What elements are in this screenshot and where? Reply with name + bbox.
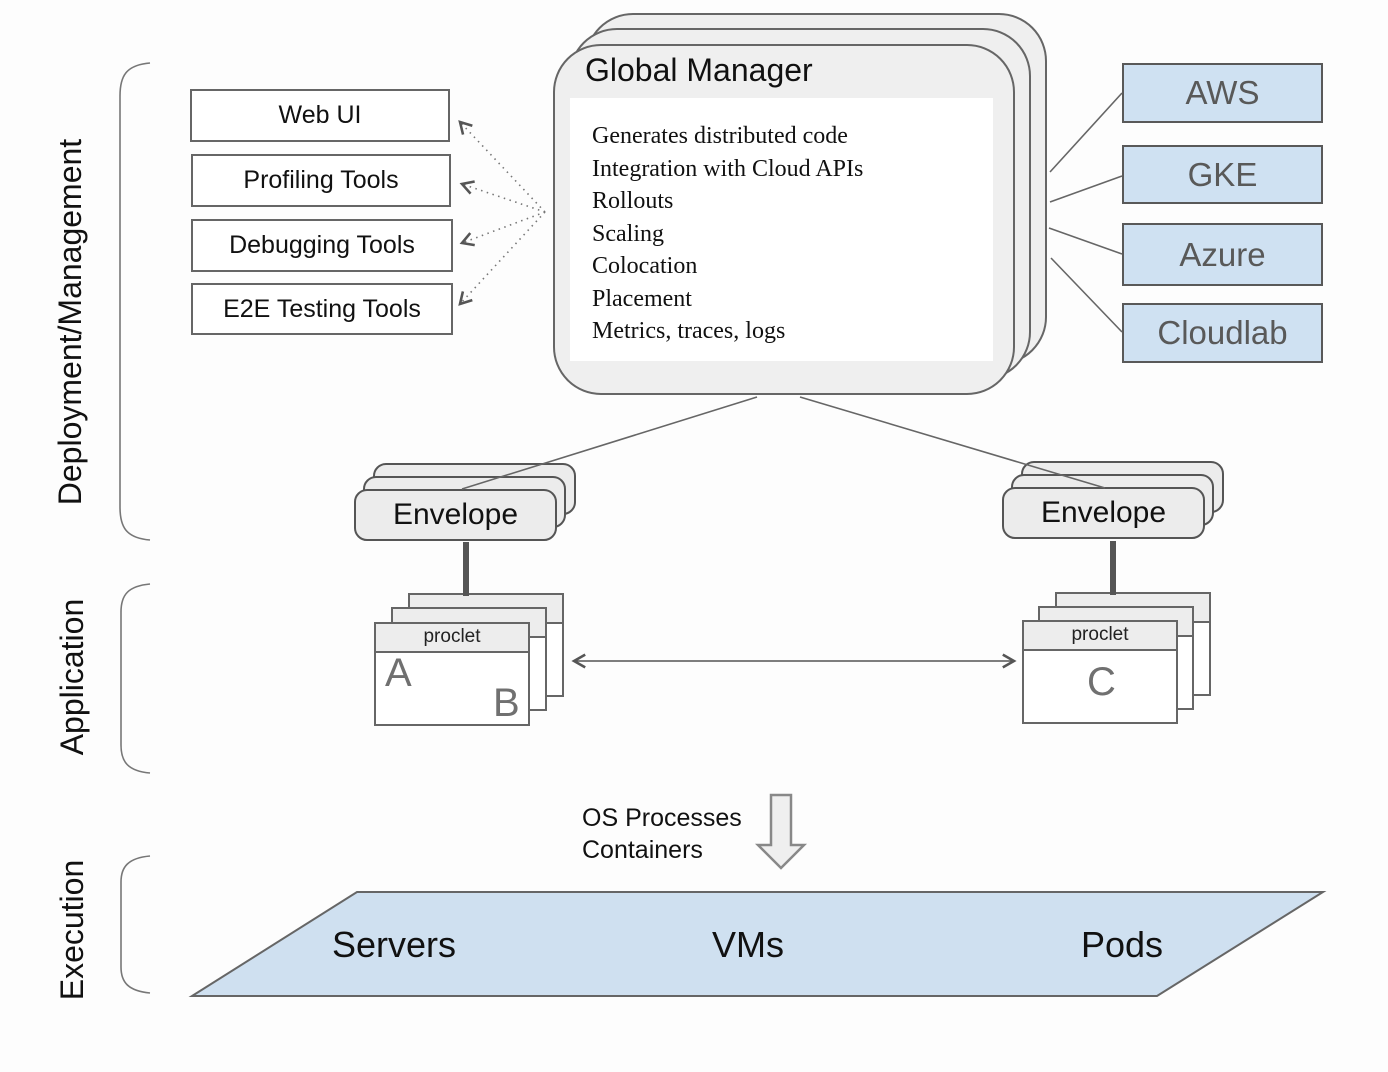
proclet-letter-b: B bbox=[493, 681, 520, 725]
bracket-deployment-management bbox=[119, 62, 151, 541]
down-block-arrow bbox=[754, 793, 808, 870]
feature-item: Metrics, traces, logs bbox=[592, 318, 786, 344]
dotted-arrow-profiling bbox=[459, 180, 546, 213]
layer-label-execution: Execution bbox=[54, 859, 90, 1001]
global-manager-title: Global Manager bbox=[585, 52, 813, 88]
bracket-application bbox=[120, 583, 151, 774]
feature-item: Rollouts bbox=[592, 188, 674, 214]
tool-box-web-ui: Web UI bbox=[190, 89, 450, 142]
line-to-aws bbox=[1049, 92, 1123, 173]
dotted-arrow-web-ui bbox=[458, 120, 546, 213]
global-manager-feature-list: Generates distributed code Integration w… bbox=[570, 98, 993, 361]
feature-item: Scaling bbox=[592, 220, 664, 247]
layer-label-application: Application bbox=[54, 598, 90, 756]
line-to-azure bbox=[1048, 227, 1123, 255]
layer-label-deployment-management: Deployment/Management bbox=[52, 138, 88, 506]
tool-box-e2e-testing: E2E Testing Tools bbox=[191, 283, 453, 335]
tool-box-debugging: Debugging Tools bbox=[191, 219, 453, 272]
proclet-letter-a: A bbox=[385, 651, 412, 695]
cloud-box-azure: Azure bbox=[1122, 223, 1323, 286]
feature-item: Colocation bbox=[592, 253, 698, 279]
cloud-box-aws: AWS bbox=[1122, 63, 1323, 123]
envelope-left: Envelope bbox=[354, 489, 557, 541]
cloud-box-cloudlab: Cloudlab bbox=[1122, 303, 1323, 363]
proclet-letter-c: C bbox=[1087, 660, 1116, 704]
platform-label-vms: VMs bbox=[712, 924, 784, 965]
execution-note: OS Processes Containers bbox=[582, 802, 742, 866]
execution-note-line2: Containers bbox=[582, 836, 703, 864]
global-manager: Global Manager Generates distributed cod… bbox=[553, 44, 1015, 395]
proclet-left: proclet A B bbox=[374, 622, 530, 726]
dotted-arrow-e2e bbox=[458, 211, 546, 306]
proclet-right: proclet C bbox=[1022, 620, 1178, 724]
bracket-execution bbox=[120, 855, 151, 994]
proclet-header: proclet bbox=[1024, 622, 1176, 651]
dotted-arrow-debugging bbox=[459, 211, 546, 247]
dotted-arrows-to-tools bbox=[458, 120, 546, 306]
lines-to-clouds bbox=[1048, 92, 1123, 333]
feature-item: Placement bbox=[592, 285, 692, 312]
cloud-box-gke: GKE bbox=[1122, 145, 1323, 204]
tool-box-profiling: Profiling Tools bbox=[191, 154, 451, 207]
line-to-cloudlab bbox=[1050, 257, 1123, 333]
feature-item: Integration with Cloud APIs bbox=[592, 155, 864, 182]
platform-label-pods: Pods bbox=[1080, 924, 1164, 965]
envelope-right: Envelope bbox=[1002, 487, 1205, 539]
platform-label-servers: Servers bbox=[331, 924, 457, 965]
feature-item: Generates distributed code bbox=[592, 123, 848, 149]
proclet-header: proclet bbox=[376, 624, 528, 653]
line-to-gke bbox=[1049, 175, 1123, 203]
execution-note-line1: OS Processes bbox=[582, 804, 742, 832]
